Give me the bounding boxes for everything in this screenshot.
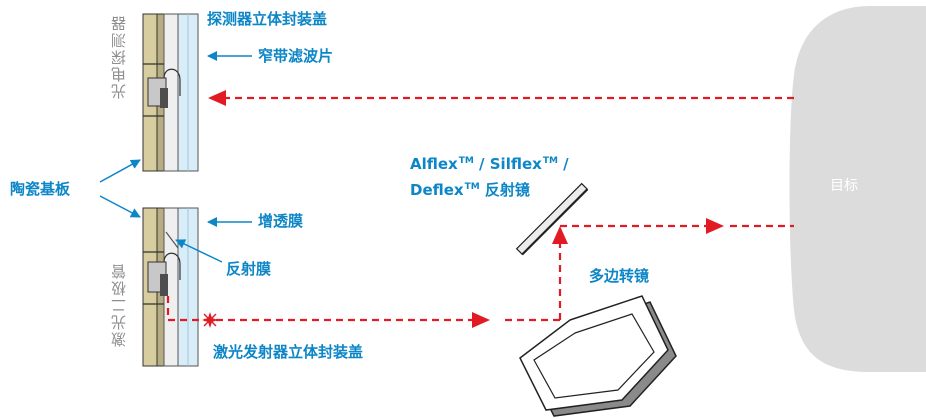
reflective-film-pointer [175,239,223,263]
detector-label: 光电探测器 [110,14,128,99]
reflector-text: 反射镜 [479,181,530,199]
alflex-text: Alflex [410,155,458,173]
tm-mark: TM [458,156,474,166]
ceramic-pointer-lower [99,195,141,218]
ar-film-label: 增透膜 [258,212,304,230]
starburst-icon [202,312,218,328]
beam-path [166,96,794,322]
polygon-mirror [519,295,677,417]
reflective-film-label: 反射膜 [226,260,272,278]
beam-arrow-target [706,218,724,234]
target-label: 目标 [830,178,858,194]
mirror-label-line2: DeflexTM 反射镜 [410,183,530,198]
laser-diode-label: 激光二极管 [110,262,128,347]
beam-arrow-up [552,226,568,244]
detector-cover-label: 探测器立体封装盖 [207,10,328,28]
mirror-element [515,182,589,256]
ceramic-substrate-label: 陶瓷基板 [10,180,71,198]
polygon-mirror-label: 多边转镜 [589,267,650,285]
slash-text: / [557,155,569,173]
tm-mark: TM [542,156,558,166]
laser-cover-label: 激光发射器立体封装盖 [213,343,364,361]
ceramic-pointer-upper [99,159,141,183]
filter-label: 窄带滤波片 [258,47,334,65]
beam-arrow-return [208,90,226,106]
deflex-text: Deflex [410,181,464,199]
tm-mark: TM [464,182,480,192]
silflex-text: / Silflex [473,155,542,173]
target-shape [789,6,926,372]
detector-package [142,13,199,172]
laser-package [142,207,199,367]
beam-arrow-out [472,312,490,328]
mirror-label-line1: AlflexTM / SilflexTM / [410,157,569,172]
